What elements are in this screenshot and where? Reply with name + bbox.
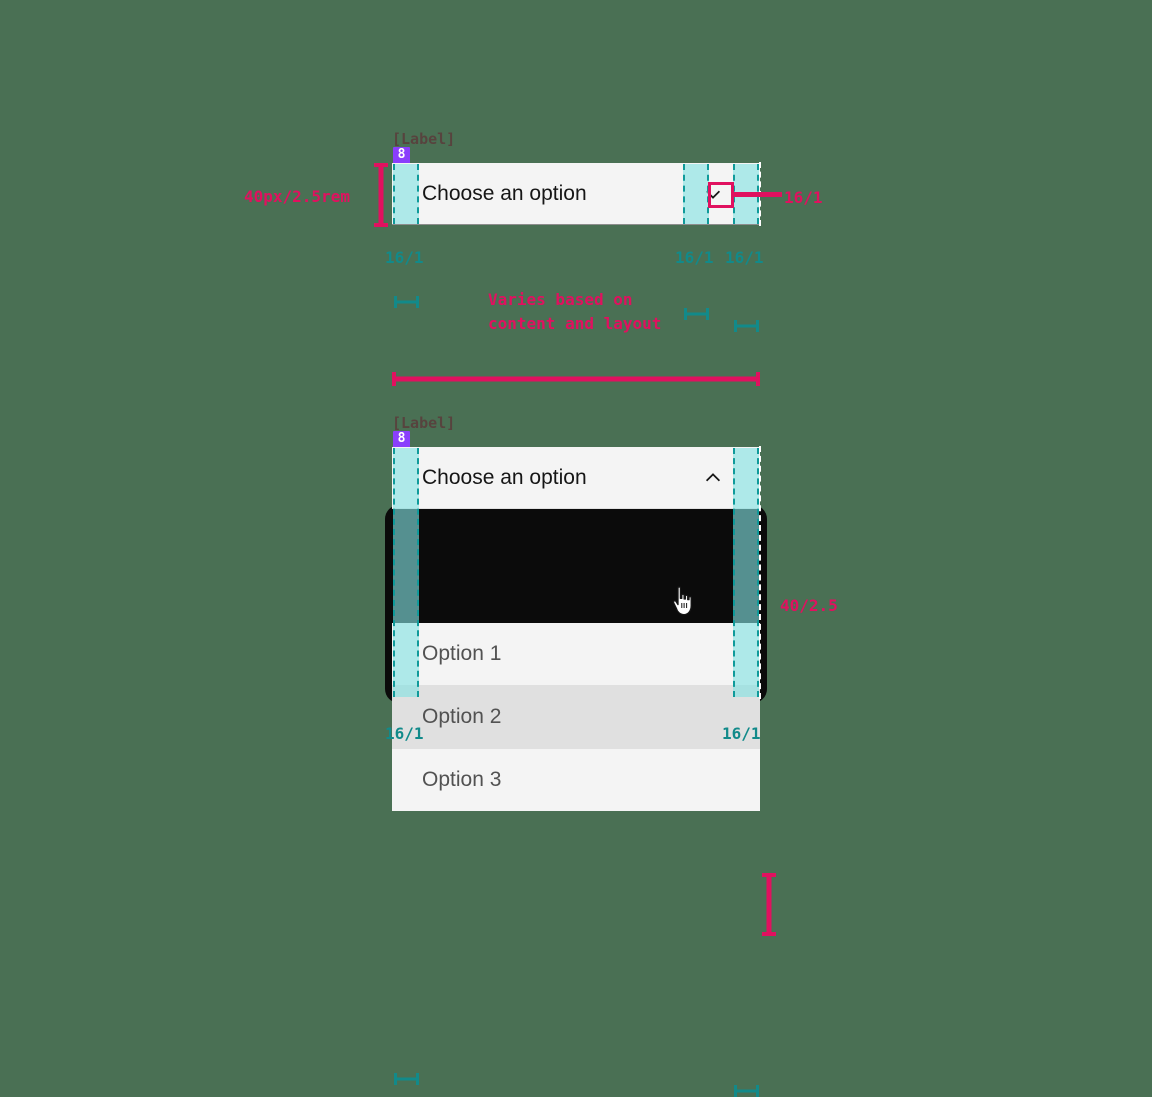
list-item[interactable]: Option 2 [392,685,760,748]
option-label: Option 2 [422,705,502,728]
open-item-height-annotation: 40/2.5 [780,596,838,615]
annotation-canvas: [Label] 8 40px/2.5rem Choose an option 1… [0,0,1152,870]
list-item[interactable]: Option 1 [392,623,760,685]
open-right-padding-caliper [734,1085,759,1097]
closed-icon-gap-band [683,164,709,224]
open-dropdown-label: [Label] [392,414,456,432]
closed-width-measure-bar [392,372,760,386]
pointer-hand-cursor [672,586,692,616]
closed-height-measure-bar [374,163,388,227]
option-label: Option 1 [422,642,502,665]
open-left-padding-band [393,448,419,697]
closed-width-annotation-line1: Varies based on [488,290,633,309]
open-item-height-measure-bar [762,873,776,936]
closed-left-padding-annotation: 16/1 [385,248,424,267]
closed-dropdown-label: [Label] [392,130,456,148]
open-label-spacing-badge: 8 [393,431,410,448]
closed-right-padding-caliper [734,320,759,332]
closed-label-spacing-badge: 8 [393,147,410,164]
open-left-padding-annotation: 16/1 [385,724,424,743]
open-left-padding-caliper [394,1073,419,1085]
open-right-padding-annotation: 16/1 [722,724,761,743]
chevron-size-annotation: 16/1 [784,188,823,207]
closed-left-padding-band [393,164,419,224]
closed-height-annotation: 40px/2.5rem [244,187,350,206]
chevron-size-callout-box [708,182,734,208]
closed-left-padding-caliper [394,296,419,308]
closed-right-padding-annotation: 16/1 [725,248,764,267]
chevron-callout-leader-line [734,192,782,197]
open-dropdown-field[interactable]: Choose an option [392,447,760,509]
open-right-padding-band [733,448,759,697]
closed-width-annotation-line2: content and layout [488,314,662,333]
list-item[interactable]: Option 3 [392,748,760,811]
option-label: Option 3 [422,768,502,791]
open-dropdown-option-list[interactable]: Option 1 Option 2 Option 3 [392,623,760,811]
open-dropdown-placeholder: Choose an option [422,466,587,489]
closed-gap-annotation: 16/1 [675,248,714,267]
closed-gap-caliper [684,308,709,320]
chevron-up-icon[interactable] [702,467,724,489]
open-field-right-boundary [759,446,761,699]
closed-dropdown-placeholder: Choose an option [422,182,587,205]
